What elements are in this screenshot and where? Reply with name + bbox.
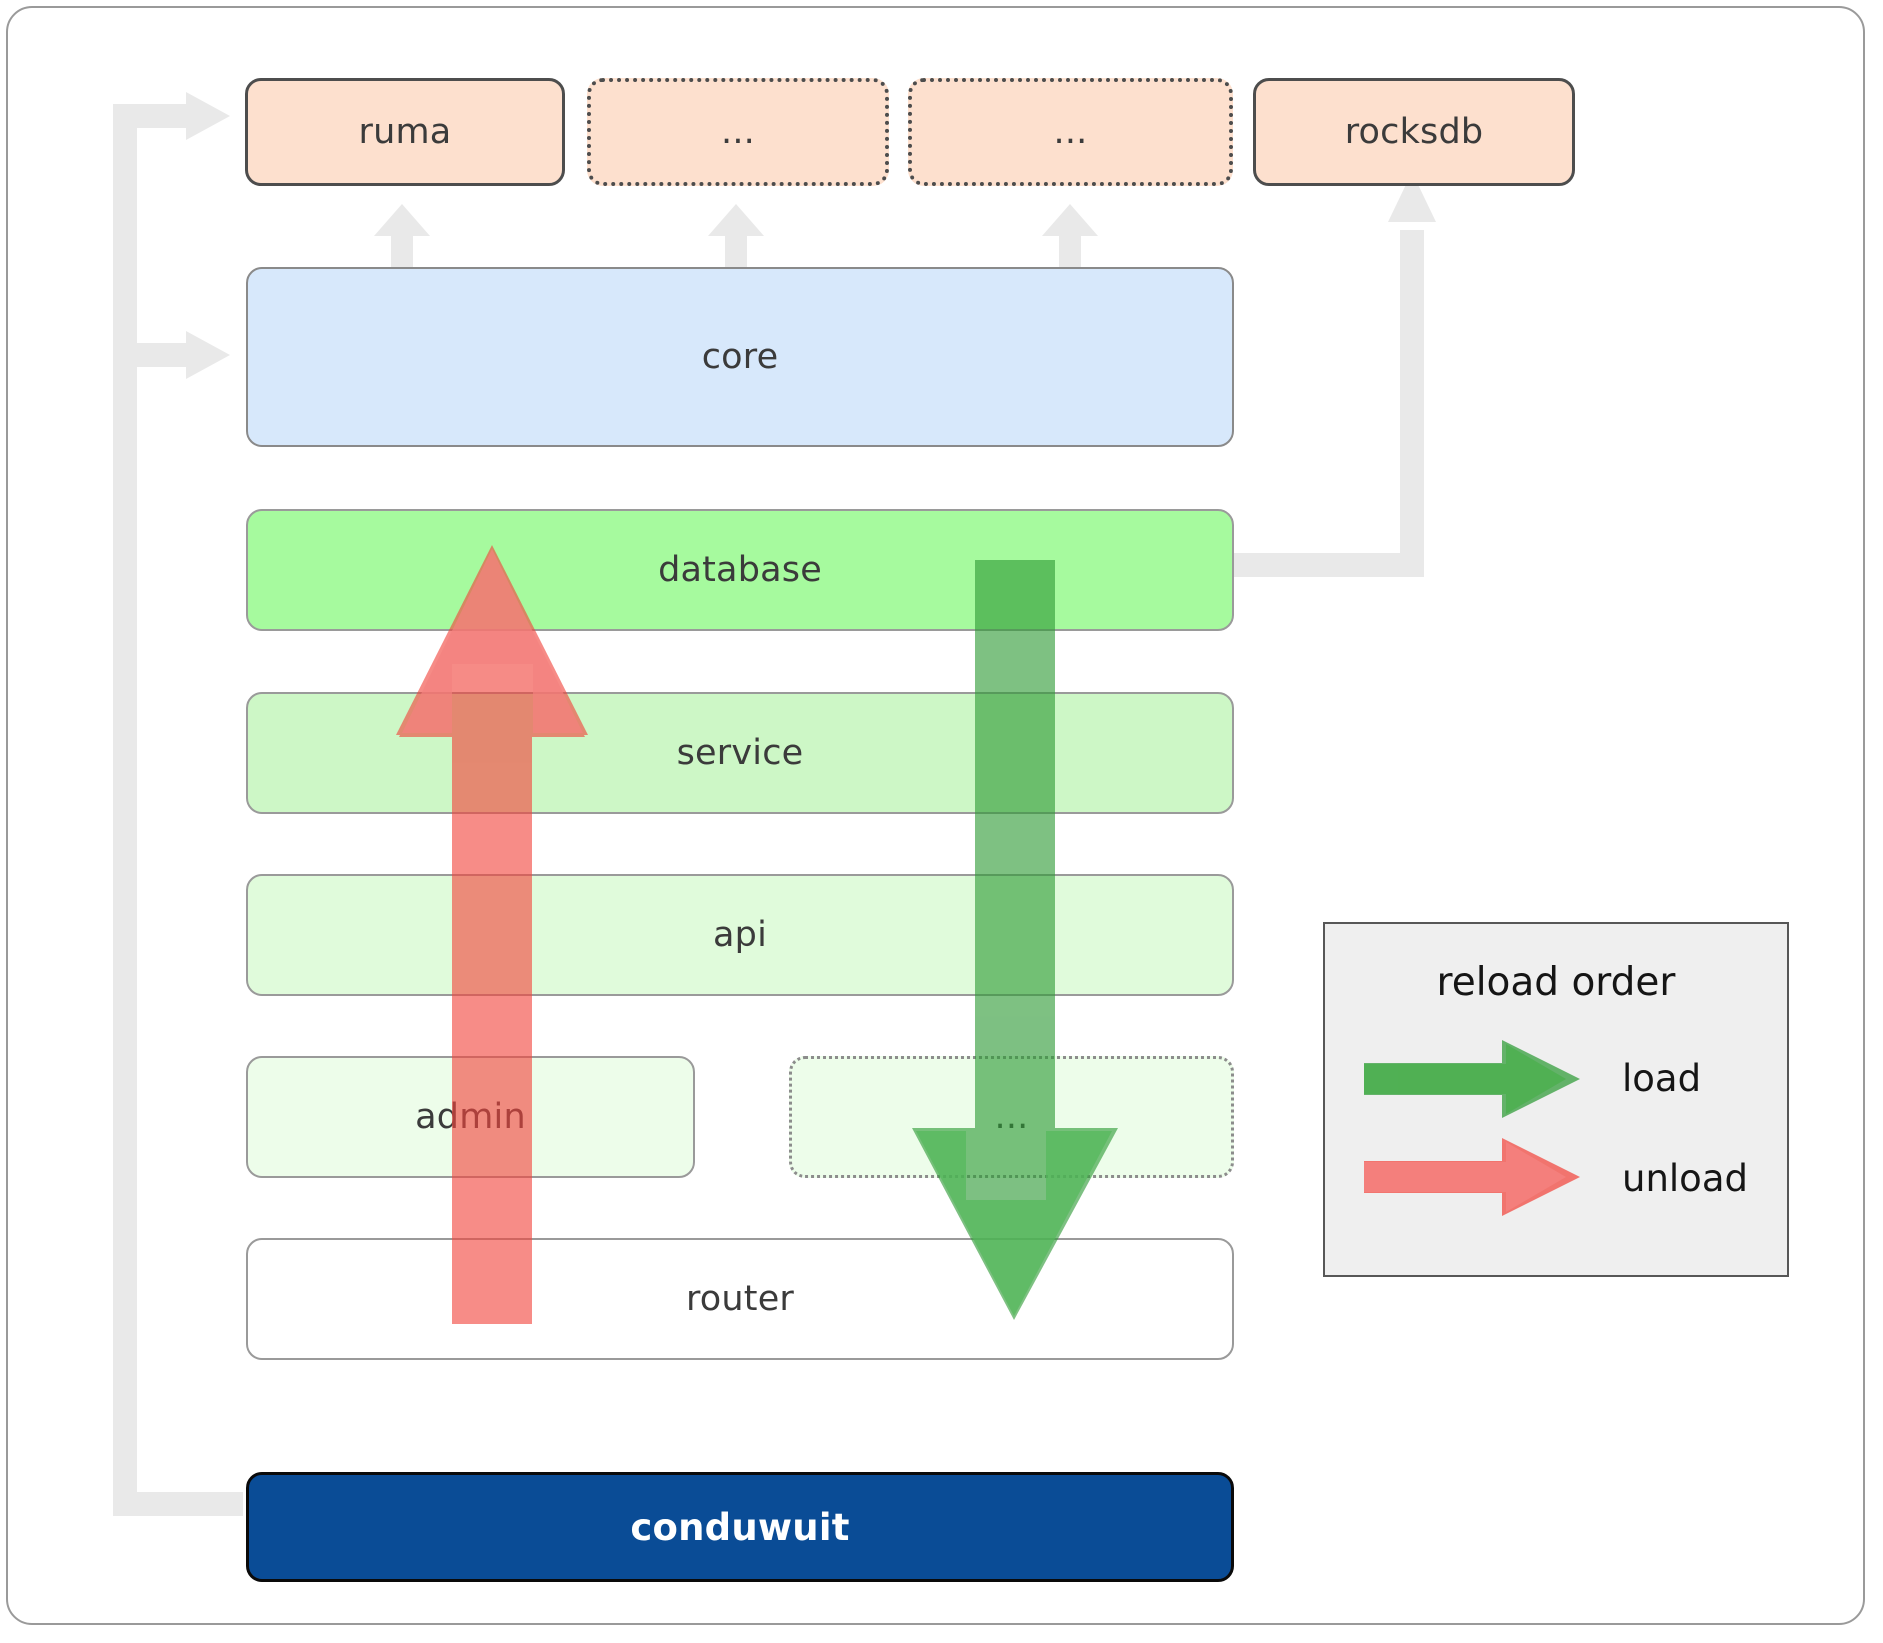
node-api[interactable]: api bbox=[246, 874, 1234, 996]
node-dep-2-label: ... bbox=[721, 112, 755, 152]
node-admin-label: admin bbox=[415, 1097, 526, 1137]
legend-title: reload order bbox=[1436, 960, 1676, 1005]
node-ruma-label: ruma bbox=[358, 112, 452, 152]
node-admin[interactable]: admin bbox=[246, 1056, 695, 1178]
node-ruma[interactable]: ruma bbox=[245, 78, 565, 186]
node-rocksdb[interactable]: rocksdb bbox=[1253, 78, 1575, 186]
legend-load-label: load bbox=[1622, 1057, 1702, 1100]
node-router[interactable]: router bbox=[246, 1238, 1234, 1360]
node-router-label: router bbox=[685, 1279, 795, 1319]
node-dep-2[interactable]: ... bbox=[587, 78, 889, 186]
node-core-label: core bbox=[701, 337, 779, 377]
node-service-label: service bbox=[676, 733, 804, 773]
node-core[interactable]: core bbox=[246, 267, 1234, 447]
node-dep-3-label: ... bbox=[1053, 112, 1088, 152]
node-rocksdb-label: rocksdb bbox=[1344, 112, 1484, 152]
node-service[interactable]: service bbox=[246, 692, 1234, 814]
node-database[interactable]: database bbox=[246, 509, 1234, 631]
node-layer-ellipsis-label: ... bbox=[994, 1097, 1029, 1137]
node-api-label: api bbox=[713, 915, 767, 955]
node-conduwuit[interactable]: conduwuit bbox=[246, 1472, 1234, 1582]
node-database-label: database bbox=[658, 550, 822, 590]
diagram-frame bbox=[6, 6, 1865, 1625]
legend-unload-label: unload bbox=[1622, 1157, 1748, 1200]
legend-panel: reload order bbox=[1323, 922, 1789, 1277]
node-layer-ellipsis[interactable]: ... bbox=[789, 1056, 1234, 1178]
node-conduwuit-label: conduwuit bbox=[630, 1505, 850, 1549]
node-dep-3[interactable]: ... bbox=[908, 78, 1233, 186]
